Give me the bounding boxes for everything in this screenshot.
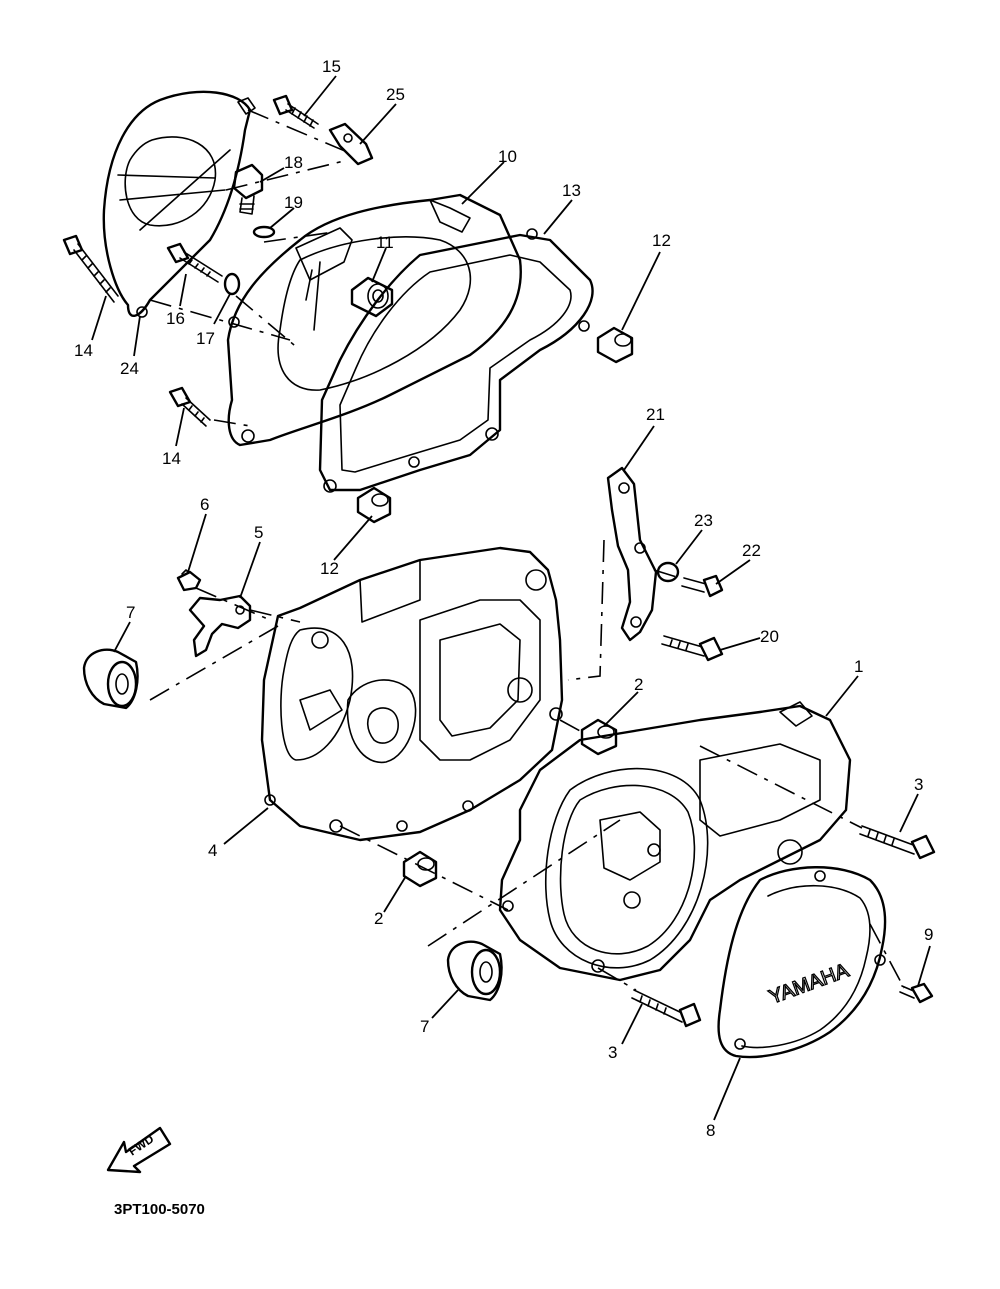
callout-11: 11 <box>376 233 394 252</box>
callout-labels: 15 25 18 19 10 11 13 12 14 24 16 17 14 1… <box>74 57 933 1140</box>
callout-8: 8 <box>706 1121 715 1140</box>
callout-18: 18 <box>284 153 303 172</box>
callout-25: 25 <box>386 85 405 104</box>
part-16-bolt <box>166 242 223 283</box>
callout-3-right: 3 <box>914 775 923 794</box>
part-3-bolt-lower <box>631 989 702 1028</box>
part-12-dowel-upper <box>596 326 634 364</box>
forward-direction-arrow: FWD <box>106 1126 172 1174</box>
part-21-bracket <box>606 466 658 642</box>
callout-7-left: 7 <box>126 603 135 622</box>
part-19-o-ring <box>252 225 276 239</box>
part-22-bolt <box>681 574 724 598</box>
callout-1: 1 <box>854 657 863 676</box>
part-7-bushing-left <box>82 648 139 710</box>
callout-12-upper: 12 <box>652 231 671 250</box>
callout-24: 24 <box>120 359 139 378</box>
part-4-crankcase-left <box>260 546 564 842</box>
callout-2-lower: 2 <box>374 909 383 928</box>
callout-7-lower: 7 <box>420 1017 429 1036</box>
part-7-bushing-right <box>446 940 503 1002</box>
part-12-dowel-lower <box>356 486 392 524</box>
part-14-bolt-upper <box>62 234 119 303</box>
part-25-clip <box>328 122 374 166</box>
part-2-dowel-lower <box>402 850 438 888</box>
callout-20: 20 <box>760 627 779 646</box>
part-17-washer <box>223 272 241 296</box>
part-9-screw <box>899 982 934 1004</box>
part-18-sensor <box>232 163 264 215</box>
callout-19: 19 <box>284 193 303 212</box>
part-3-bolt-right <box>859 825 936 860</box>
callout-12-lower: 12 <box>320 559 339 578</box>
part-24-cover-plate <box>102 90 256 318</box>
part-8-magneto-cover: YAMAHA <box>717 866 887 1059</box>
callout-16: 16 <box>166 309 185 328</box>
alignment-lines <box>149 109 905 991</box>
drawing-code: 3PT100-5070 <box>114 1201 205 1218</box>
callout-3-lower: 3 <box>608 1043 617 1062</box>
callout-17: 17 <box>196 329 215 348</box>
callout-15: 15 <box>322 57 341 76</box>
part-11-bearing <box>350 276 394 318</box>
part-10-crankcase-cover <box>226 193 522 447</box>
leader-lines <box>91 75 931 1121</box>
callout-22: 22 <box>742 541 761 560</box>
part-5-shift-fork <box>188 594 252 658</box>
callout-21: 21 <box>646 405 665 424</box>
callout-13: 13 <box>562 181 581 200</box>
callout-5: 5 <box>254 523 263 542</box>
part-6-screw <box>176 569 202 592</box>
callout-2-upper: 2 <box>634 675 643 694</box>
part-14-bolt-lower <box>168 386 211 427</box>
part-13-gasket <box>318 228 594 493</box>
callout-6: 6 <box>200 495 209 514</box>
callout-14-upper: 14 <box>74 341 93 360</box>
part-15-bolt <box>272 94 319 129</box>
part-1-crankcase-right <box>498 701 852 982</box>
cover-logo-yamaha: YAMAHA <box>766 959 852 1008</box>
callout-4: 4 <box>208 841 217 860</box>
callout-10: 10 <box>498 147 517 166</box>
callout-14-lower: 14 <box>162 449 181 468</box>
callout-9: 9 <box>924 925 933 944</box>
callout-23: 23 <box>694 511 713 530</box>
part-20-bolt <box>661 635 724 662</box>
